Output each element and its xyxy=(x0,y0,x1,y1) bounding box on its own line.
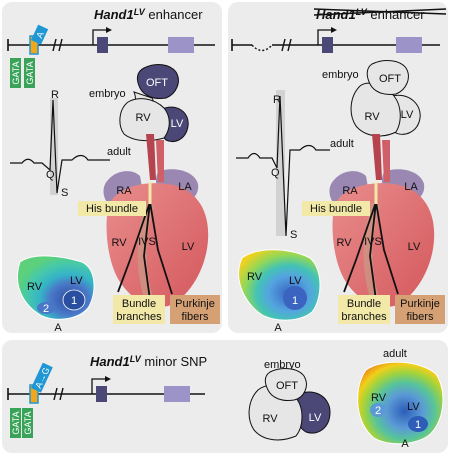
rv-label-a-small: RV xyxy=(135,112,151,124)
rv-label-b-big: RV xyxy=(336,237,352,249)
oft-label-c: OFT xyxy=(276,380,298,392)
panel-c-title: Hand1LV minor SNP xyxy=(90,354,207,369)
his-bundle-label-b: His bundle xyxy=(310,203,362,215)
branches-label-a: branches xyxy=(116,311,162,323)
map-a-label-a: A xyxy=(54,322,62,334)
map-2-label-c: 2 xyxy=(375,405,381,417)
ecg-s-label-b: S xyxy=(290,229,297,241)
svg-text:GATA: GATA xyxy=(11,411,21,434)
gene-track-c xyxy=(7,376,205,404)
oft-label-b: OFT xyxy=(379,73,401,85)
map-rv-label-b: RV xyxy=(247,271,263,283)
map-1-label-c: 1 xyxy=(415,419,421,431)
embryo-heart-a: OFT RV LV xyxy=(119,64,189,142)
motif-a-label: A xyxy=(30,24,49,45)
rv-label-b-small: RV xyxy=(364,111,380,123)
bundle-label-b: Bundle xyxy=(347,298,381,310)
bundle-label-a: Bundle xyxy=(122,298,156,310)
ecg-trace-a: R Q S adult xyxy=(10,89,131,199)
ecg-trace-b: R Q S adult xyxy=(236,90,354,241)
svg-text:GATA: GATA xyxy=(23,411,33,434)
purkinje-label-a: Purkinje xyxy=(175,298,215,310)
map-lv-label-b: LV xyxy=(289,275,302,287)
panel-a-title: Hand1LV enhancer xyxy=(94,7,203,22)
ecg-r-label-a: R xyxy=(51,89,59,101)
ra-label-b: RA xyxy=(342,185,358,197)
map-lv-label-c: LV xyxy=(407,401,420,413)
lv-label-a-big: LV xyxy=(182,241,195,253)
svg-text:GATA: GATA xyxy=(25,61,35,84)
panel-c-background xyxy=(2,340,448,453)
map-1-label-b: 1 xyxy=(292,295,298,307)
ivs-label-a: IVS xyxy=(138,236,156,248)
purkinje-label-b: Purkinje xyxy=(400,298,440,310)
svg-text:A: A xyxy=(34,30,46,40)
map-rv-label-c: RV xyxy=(371,392,387,404)
gata-motif-inner-c: GATA xyxy=(22,408,33,438)
map-rv-label-a: RV xyxy=(27,281,43,293)
branches-label-b: branches xyxy=(341,311,387,323)
ra-label-a: RA xyxy=(116,185,132,197)
lv-label-a-small: LV xyxy=(171,118,184,130)
embryo-label-c: embryo xyxy=(264,359,301,371)
ecg-r-label-b: R xyxy=(273,94,281,106)
gata-motif-inner-a: GATA xyxy=(24,58,35,88)
rv-label-a-big: RV xyxy=(111,237,127,249)
embryo-heart-b: OFT RV LV xyxy=(350,60,421,137)
adult-label-c: adult xyxy=(383,348,407,360)
embryo-label-a: embryo xyxy=(89,88,126,100)
panel-a: Hand1LV enhancer GATA GATA A embryo xyxy=(2,2,222,334)
la-label-b: LA xyxy=(404,181,418,193)
gene-track-a xyxy=(7,27,215,55)
oft-label-a: OFT xyxy=(146,77,168,89)
map-lv-label-a: LV xyxy=(70,275,83,287)
lv-label-b-small: LV xyxy=(401,109,414,121)
gene-track-b xyxy=(231,27,440,53)
his-bundle-label-a: His bundle xyxy=(86,203,138,215)
ecg-q-label-a: Q xyxy=(46,169,55,181)
lv-label-b-big: LV xyxy=(408,241,421,253)
embryo-heart-c: OFT RV LV xyxy=(248,368,331,441)
map-2-label-a: 2 xyxy=(43,303,49,315)
ivs-label-b: IVS xyxy=(364,236,382,248)
svg-text:GATA: GATA xyxy=(11,61,21,84)
gata-motif-c: GATA xyxy=(10,408,21,438)
panel-c: Hand1LV minor SNP GATA GATA A→G embryo xyxy=(2,340,448,453)
map-1-label-a: 1 xyxy=(71,295,77,307)
rv-label-c-small: RV xyxy=(262,413,278,425)
lv-label-c-small: LV xyxy=(309,412,322,424)
exon-1 xyxy=(97,37,108,53)
ecg-adult-label-a: adult xyxy=(107,146,131,158)
la-label-a: LA xyxy=(178,181,192,193)
fibers-label-a: fibers xyxy=(182,311,209,323)
ecg-adult-label-b: adult xyxy=(330,138,354,150)
exon-2 xyxy=(168,37,194,53)
fibers-label-b: fibers xyxy=(407,311,434,323)
gata-motif-a: GATA xyxy=(10,58,21,88)
ecg-q-label-b: Q xyxy=(271,167,280,179)
map-a-label-b: A xyxy=(274,322,282,334)
ecg-s-label-a: S xyxy=(61,187,68,199)
activation-map-b: RV LV 1 A xyxy=(238,249,321,334)
map-a-label-c: A xyxy=(401,438,409,450)
activation-map-c: RV LV 2 1 A xyxy=(357,361,444,450)
activation-map-a: RV LV 2 1 A xyxy=(16,255,95,334)
embryo-label-b: embryo xyxy=(322,69,359,81)
panel-b: Hand1LV enhancer embryo OFT RV LV xyxy=(228,2,448,334)
